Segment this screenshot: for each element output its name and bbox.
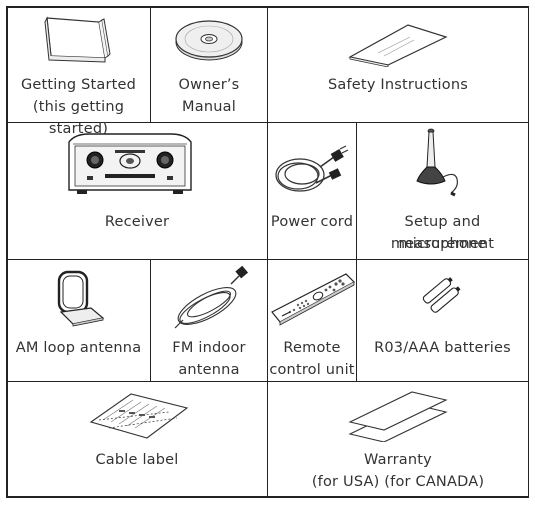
fm-indoor-antenna-label: FM indoor — [172, 340, 246, 356]
table-border-right — [527, 6, 529, 497]
fm-indoor-antenna-sublabel: antenna — [178, 362, 240, 378]
cell-batteries: R03/AAA batteries — [357, 260, 528, 381]
col-divider-r4a — [267, 381, 269, 497]
getting-started-sublabel: (this getting started) — [32, 99, 125, 137]
cell-fm-indoor-antenna: FM indoor antenna — [151, 260, 267, 381]
receiver-icon — [65, 130, 195, 198]
col-divider-r2b — [356, 122, 358, 260]
cd-rom-icon — [173, 17, 245, 63]
cell-remote-control: Remote control unit — [268, 260, 356, 381]
col-divider-r3c — [356, 259, 358, 382]
booklet-icon — [41, 14, 111, 64]
col-divider-r3a — [150, 259, 152, 382]
am-loop-antenna-icon — [51, 268, 107, 328]
remote-control-sublabel: control unit — [269, 362, 355, 378]
owners-manual-label: Owner’s Manual — [178, 77, 240, 115]
batteries-label: R03/AAA batteries — [374, 340, 511, 356]
power-cord-label: Power cord — [270, 214, 354, 230]
table-border-left — [6, 6, 8, 497]
remote-control-label: Remote — [283, 340, 341, 356]
cell-setup-microphone: Setup and measurement microphone — [357, 123, 528, 259]
col-divider-r1b — [267, 6, 269, 123]
am-loop-antenna-label: AM loop antenna — [15, 340, 142, 356]
cell-owners-manual: Owner’s Manual — [151, 7, 267, 122]
getting-started-label: Getting Started — [20, 77, 137, 93]
cable-label-label: Cable label — [95, 452, 179, 468]
cell-warranty: Warranty (for USA) (for CANADA) — [268, 382, 528, 496]
remote-control-icon — [270, 270, 356, 326]
receiver-label: Receiver — [104, 214, 170, 230]
setup-microphone-label: Setup and measurement — [390, 214, 495, 252]
cable-label-sheet-icon — [89, 392, 189, 440]
warranty-sublabel: (for USA) (for CANADA) — [311, 474, 485, 490]
col-divider-r1a — [150, 6, 152, 123]
cell-cable-label: Cable label — [7, 382, 267, 496]
warranty-sheets-icon — [348, 390, 448, 442]
cell-getting-started: Getting Started (this getting started) — [7, 7, 150, 137]
microphone-icon — [415, 127, 475, 197]
cell-am-loop-antenna: AM loop antenna — [7, 260, 150, 381]
batteries-icon — [421, 276, 465, 314]
setup-microphone-sublabel: microphone — [398, 236, 487, 252]
col-divider-r3b — [267, 259, 269, 382]
power-cord-icon — [272, 145, 352, 197]
cell-power-cord: Power cord — [268, 123, 356, 259]
cell-receiver: Receiver — [7, 123, 267, 259]
safety-instructions-label: Safety Instructions — [328, 77, 468, 93]
safety-sheet-icon — [348, 23, 448, 67]
fm-antenna-icon — [169, 264, 253, 330]
cell-safety-instructions: Safety Instructions — [268, 7, 528, 122]
warranty-label: Warranty — [364, 452, 432, 468]
col-divider-r2a — [267, 122, 269, 260]
